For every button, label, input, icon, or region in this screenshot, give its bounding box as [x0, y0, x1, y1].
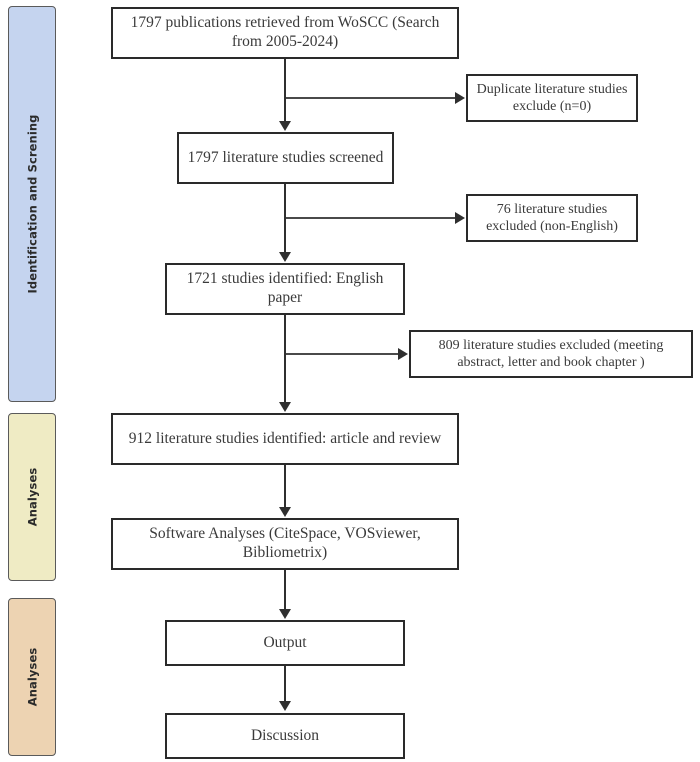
stage-label-identification-screening: Identification and Screning: [25, 114, 39, 294]
box-english-papers-text: 1721 studies identified: English paper: [186, 270, 384, 306]
connector-output-to-discussion: [284, 666, 286, 702]
box-non-english-excluded-text: 76 literature studies excluded (non-Engl…: [486, 201, 618, 234]
arrowhead-branch-non-english: [455, 212, 465, 224]
arrowhead-retrieved-to-screened: [279, 121, 291, 131]
box-studies-screened-text: 1797 literature studies screened: [187, 148, 384, 166]
connector-branch-duplicate: [286, 97, 456, 99]
box-document-type-excluded-text: 809 literature studies excluded (meeting…: [438, 337, 664, 370]
box-software-analyses: Software Analyses (CiteSpace, VOSviewer,…: [111, 518, 459, 570]
stage-identification-screening: Identification and Screning: [8, 6, 56, 402]
box-studies-screened: 1797 literature studies screened: [177, 132, 394, 184]
box-publications-retrieved-text: 1797 publications retrieved from WoSCC (…: [130, 14, 440, 50]
stage-label-analyses-secondary: Analyses: [25, 647, 40, 707]
arrowhead-english-to-article-review: [279, 402, 291, 412]
connector-english-to-article-review: [284, 315, 286, 403]
connector-article-review-to-software: [284, 465, 286, 508]
arrowhead-output-to-discussion: [279, 701, 291, 711]
box-output-text: Output: [263, 633, 307, 651]
arrowhead-article-review-to-software: [279, 507, 291, 517]
box-document-type-excluded: 809 literature studies excluded (meeting…: [409, 330, 693, 378]
arrowhead-branch-document-types: [398, 348, 408, 360]
box-discussion-text: Discussion: [250, 726, 320, 744]
box-duplicate-excluded-text: Duplicate literature studies exclude (n=…: [476, 81, 628, 114]
connector-software-to-output: [284, 570, 286, 610]
connector-screened-to-english: [284, 184, 286, 253]
stage-label-analyses-primary: Analyses: [25, 467, 40, 527]
stage-analyses-primary: Analyses: [8, 413, 56, 581]
box-article-and-review: 912 literature studies identified: artic…: [111, 413, 459, 465]
box-article-and-review-text: 912 literature studies identified: artic…: [128, 429, 442, 447]
connector-branch-non-english: [286, 217, 456, 219]
box-discussion: Discussion: [165, 713, 405, 759]
arrowhead-screened-to-english: [279, 252, 291, 262]
box-output: Output: [165, 620, 405, 666]
box-english-papers: 1721 studies identified: English paper: [165, 263, 405, 315]
stage-analyses-secondary: Analyses: [8, 598, 56, 756]
box-non-english-excluded: 76 literature studies excluded (non-Engl…: [466, 194, 638, 242]
box-publications-retrieved: 1797 publications retrieved from WoSCC (…: [111, 7, 459, 59]
connector-retrieved-to-screened: [284, 59, 286, 122]
box-duplicate-excluded: Duplicate literature studies exclude (n=…: [466, 74, 638, 122]
box-software-analyses-text: Software Analyses (CiteSpace, VOSviewer,…: [149, 525, 421, 561]
arrowhead-branch-duplicate: [455, 92, 465, 104]
arrowhead-software-to-output: [279, 609, 291, 619]
connector-branch-document-types: [286, 353, 399, 355]
